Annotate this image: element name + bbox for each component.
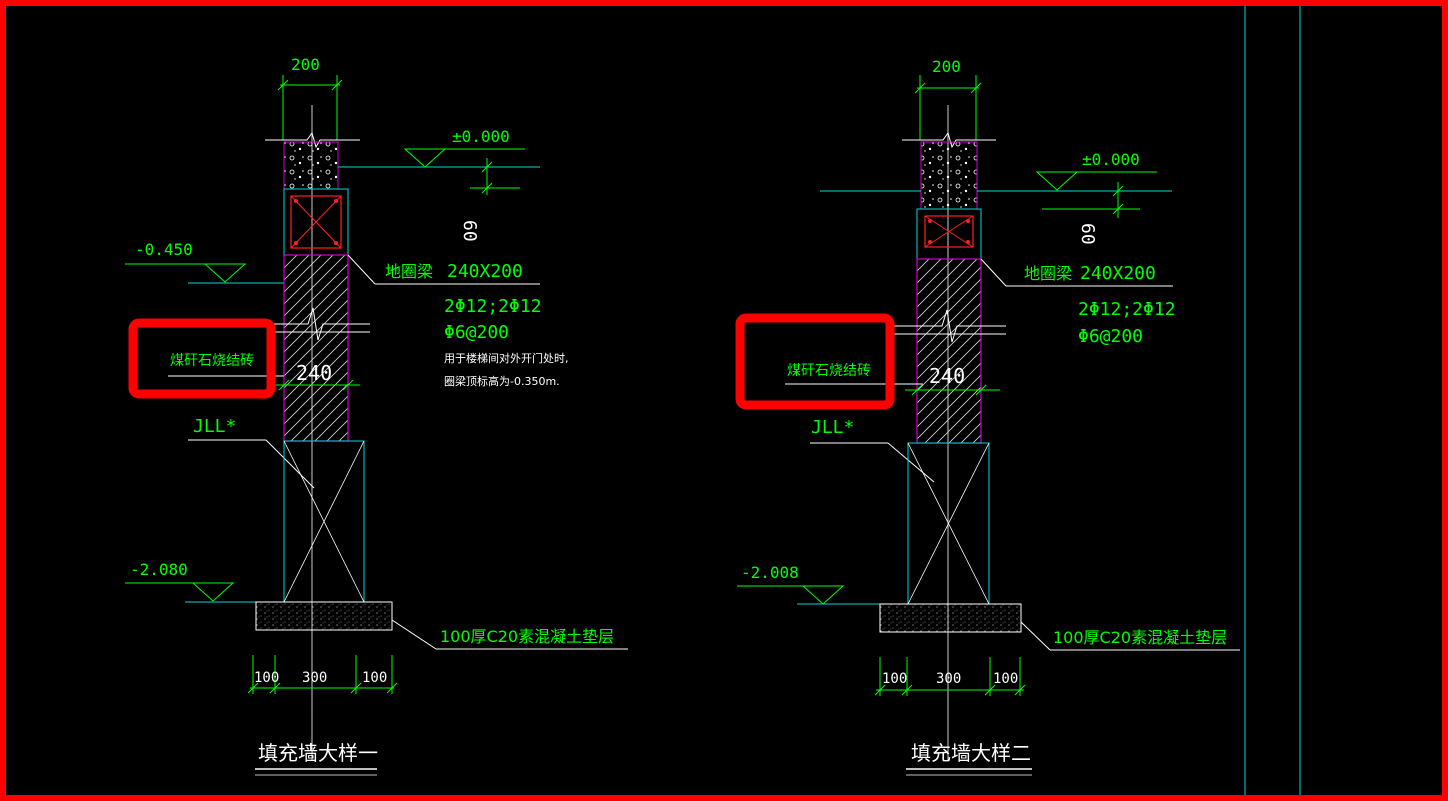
dim-60	[1042, 182, 1140, 218]
bottom-dimension	[247, 655, 398, 694]
wall-thickness: 240	[296, 361, 332, 385]
floor-concrete	[920, 141, 978, 210]
detail-title: 填充墙大样一	[258, 741, 378, 765]
elevation-top: ±0.000	[452, 127, 510, 146]
elevation-triangle-top	[403, 148, 447, 168]
ring-beam-rebar	[290, 195, 342, 249]
elevation-bottom: -2.080	[130, 560, 188, 579]
brick-wall	[283, 254, 349, 442]
brick-wall	[916, 258, 982, 444]
highlight-box[interactable]	[735, 313, 895, 410]
note-line-1: 用于楼梯间对外开门处时,	[444, 351, 569, 365]
pad-layer	[879, 603, 1022, 633]
elevation-triangle-bottom	[801, 585, 845, 605]
dim-mid: 300	[936, 671, 961, 687]
beam-name: 地圈梁	[385, 262, 433, 281]
rebar-stirrup: Φ6@200	[444, 322, 509, 343]
dim-60-value: 60	[1077, 223, 1098, 245]
dim-mid: 300	[302, 670, 327, 686]
top-dimension	[914, 75, 982, 140]
top-dimension-value: 200	[932, 57, 961, 76]
highlight-box[interactable]	[128, 318, 276, 399]
elevation-top: ±0.000	[1082, 150, 1140, 169]
beam-tag: JLL*	[811, 417, 854, 438]
dim-60-value: 60	[459, 220, 480, 242]
wall-thickness: 240	[929, 364, 965, 388]
elevation-triangle-top	[1035, 171, 1079, 191]
note-line-2: 圈梁顶标高为-0.350m.	[444, 374, 560, 388]
dim-left: 100	[882, 671, 907, 687]
pad-layer-label: 100厚C20素混凝土垫层	[440, 627, 614, 646]
top-dimension-value: 200	[291, 55, 320, 74]
wall-break	[893, 309, 1006, 343]
beam-size: 240X200	[1080, 263, 1156, 284]
dim-right: 100	[362, 670, 387, 686]
dim-right: 100	[993, 671, 1018, 687]
detail-title: 填充墙大样二	[911, 741, 1031, 765]
wall-material: 煤矸石烧结砖	[170, 353, 254, 369]
beam-name: 地圈梁	[1024, 264, 1072, 283]
elevation-triangle-mid	[203, 263, 247, 283]
rebar-main: 2Φ12;2Φ12	[444, 296, 542, 317]
detail-one[interactable]: 200 ±0.000 60 -0.450	[125, 55, 628, 776]
pad-layer-label: 100厚C20素混凝土垫层	[1053, 628, 1227, 647]
rebar-stirrup: Φ6@200	[1078, 326, 1143, 347]
dim-60	[470, 158, 520, 195]
elevation-mid: -0.450	[135, 240, 193, 259]
top-dimension	[277, 75, 343, 140]
beam-size: 240X200	[447, 261, 523, 282]
break-line	[265, 131, 360, 149]
beam-tag: JLL*	[193, 416, 236, 437]
bottom-dimension	[874, 657, 1026, 696]
dim-left: 100	[254, 670, 279, 686]
pad-layer	[255, 601, 393, 631]
rebar-main: 2Φ12;2Φ12	[1078, 299, 1176, 320]
floor-concrete	[283, 141, 339, 190]
ring-beam-rebar	[924, 215, 974, 248]
break-line	[902, 131, 996, 149]
elevation-bottom: -2.008	[741, 563, 799, 582]
wall-material: 煤矸石烧结砖	[787, 363, 871, 379]
wall-break	[273, 307, 370, 341]
detail-two[interactable]: 200 ±0.000 60 地圈梁 240X200 2Φ12;2Φ12 Φ6@2…	[735, 57, 1240, 776]
elevation-triangle-bottom	[191, 582, 235, 602]
